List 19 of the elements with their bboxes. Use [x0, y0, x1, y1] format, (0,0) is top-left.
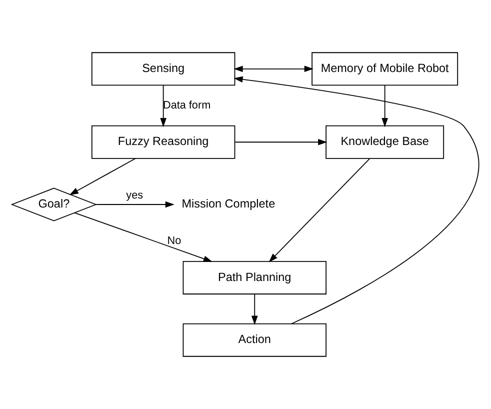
arrow [251, 294, 258, 325]
arrow [160, 84, 166, 128]
node-box: Action [182, 323, 326, 357]
arrow [69, 158, 136, 196]
node-box: Path Planning [182, 261, 326, 294]
node-box: Knowledge Base [326, 125, 444, 159]
arrow [74, 212, 212, 262]
node-text: Mission Complete [182, 198, 276, 211]
arrow [234, 66, 314, 72]
edge-label: No [167, 234, 182, 247]
arrow [96, 201, 174, 208]
edge-label: yes [126, 190, 144, 202]
node-box: Sensing [91, 52, 236, 86]
arrow [234, 76, 480, 324]
arrow [234, 138, 328, 146]
node-box: Memory of Mobile Robot [312, 52, 458, 86]
node-box: Fuzzy Reasoning [91, 125, 236, 159]
arrow [268, 158, 370, 262]
arrow [382, 84, 388, 128]
